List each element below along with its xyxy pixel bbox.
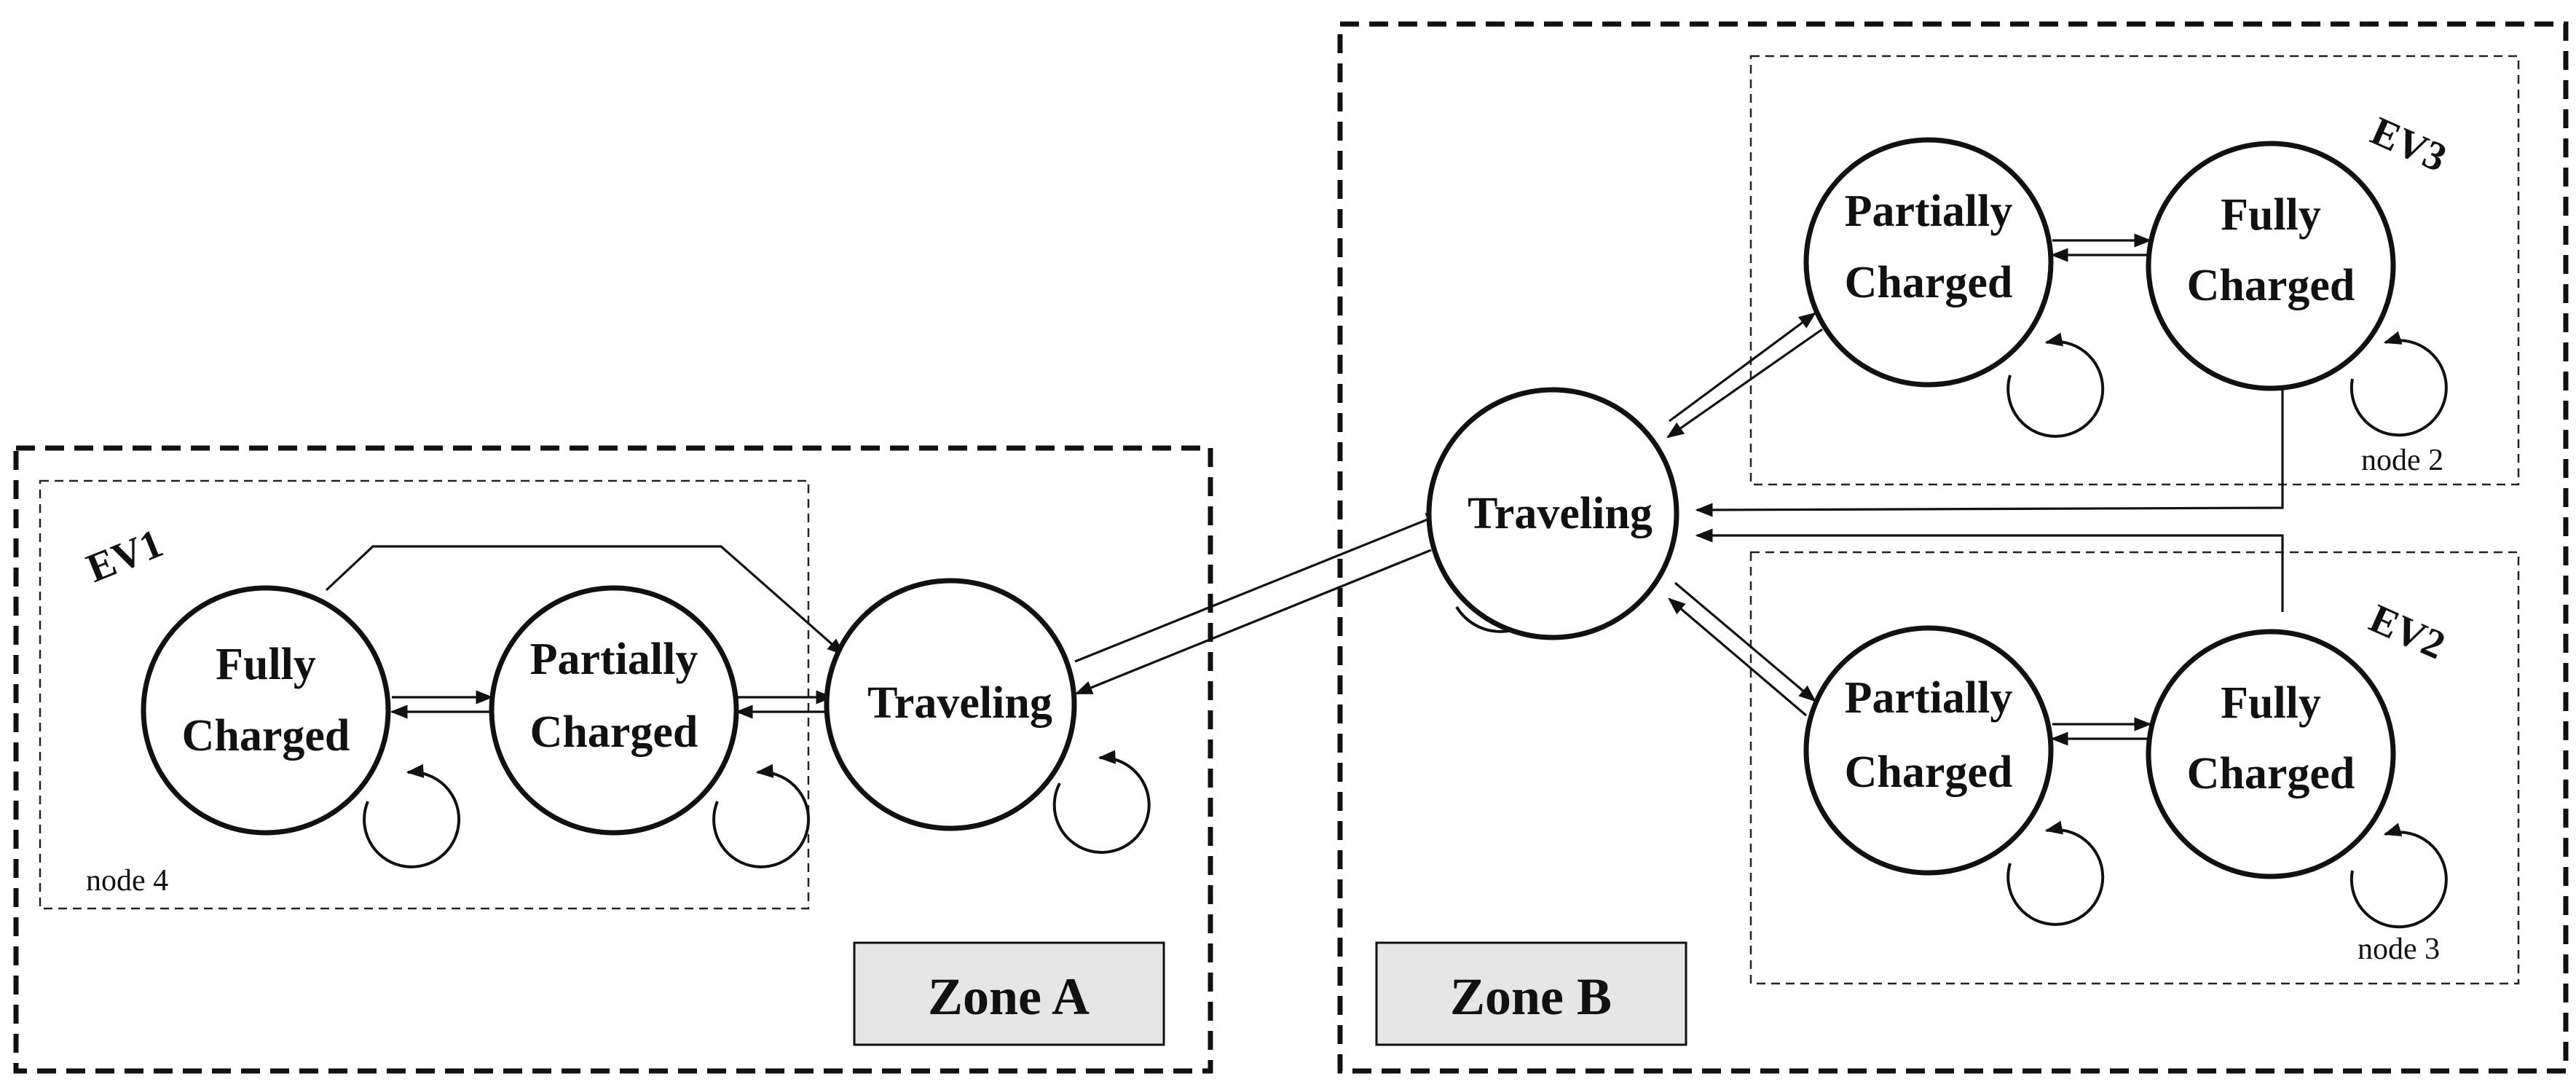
ev1-label: EV1	[81, 521, 169, 592]
edge-ev3-fully-to-travel-b	[1695, 382, 2284, 517]
label-ev3-partial-l1: Partially	[1845, 187, 2013, 236]
node-2-label: node 2	[2361, 444, 2443, 477]
state-zone-b-traveling	[1426, 387, 1679, 640]
edge-travel-b-to-travel-a	[1074, 549, 1432, 695]
state-ev2-fully-charged	[2146, 629, 2396, 879]
edge-ev3-partial-to-travel-b	[1666, 328, 1823, 439]
label-ev1-partial-l2: Charged	[530, 707, 698, 757]
label-ev2-fully-l2: Charged	[2187, 749, 2355, 798]
label-ev2-fully-l1: Fully	[2221, 678, 2321, 728]
self-loop-travel-a	[1052, 750, 1151, 854]
node-3-label: node 3	[2358, 933, 2440, 966]
state-ev3-fully-charged	[2146, 141, 2396, 391]
edge-travel-a-to-travel-b	[1074, 512, 1444, 663]
self-loop-ev2-partial	[2006, 820, 2105, 926]
zone-b-boundary	[1337, 21, 2569, 1074]
label-zone-b-traveling: Traveling	[1468, 489, 1653, 538]
edge-ev2-partial-to-travel-b	[1668, 597, 1808, 717]
self-loop-ev3-partial	[2006, 332, 2105, 438]
label-ev3-fully-l1: Fully	[2221, 190, 2321, 240]
zone-a-label: Zone A	[928, 968, 1090, 1026]
self-loop-ev1-partial	[712, 764, 811, 868]
label-ev3-partial-l2: Charged	[1845, 258, 2013, 307]
edge-travel-b-to-ev3-partial	[1669, 312, 1816, 423]
node-2-boundary	[1749, 55, 2520, 486]
label-ev2-partial-l1: Partially	[1845, 673, 2013, 723]
zone-a-label-box	[853, 941, 1165, 1046]
state-ev1-fully-charged	[141, 585, 391, 836]
state-ev1-partially-charged	[489, 585, 739, 836]
edge-travel-b-to-ev2-partial	[1674, 581, 1816, 702]
zone-a-boundary	[13, 445, 1213, 1074]
self-loop-ev3-fully	[2349, 331, 2448, 437]
label-ev1-partial-l1: Partially	[530, 635, 698, 684]
ev2-label: EV2	[2363, 596, 2451, 669]
zone-b-label: Zone B	[1450, 968, 1612, 1026]
zone-b-label-box	[1375, 941, 1687, 1046]
node-4-boundary	[39, 479, 810, 910]
state-ev3-partially-charged	[1803, 137, 2054, 388]
label-zone-a-traveling: Traveling	[867, 678, 1052, 728]
edge-ev2-fully-to-travel-b	[1695, 528, 2284, 612]
self-loop-ev2-fully	[2349, 823, 2448, 929]
node-4-label: node 4	[86, 864, 168, 898]
label-ev2-partial-l2: Charged	[1845, 747, 2013, 797]
label-ev1-fully-l2: Charged	[182, 711, 350, 761]
state-ev2-partially-charged	[1803, 625, 2054, 876]
ev3-label: EV3	[2364, 109, 2453, 181]
label-ev3-fully-l2: Charged	[2187, 261, 2355, 310]
state-zone-a-traveling	[824, 578, 1077, 831]
label-ev1-fully-l1: Fully	[216, 640, 316, 689]
edge-ev1-fully-to-traveling	[325, 545, 845, 656]
self-loop-ev1-fully	[363, 764, 461, 868]
node-3-boundary	[1749, 551, 2520, 985]
